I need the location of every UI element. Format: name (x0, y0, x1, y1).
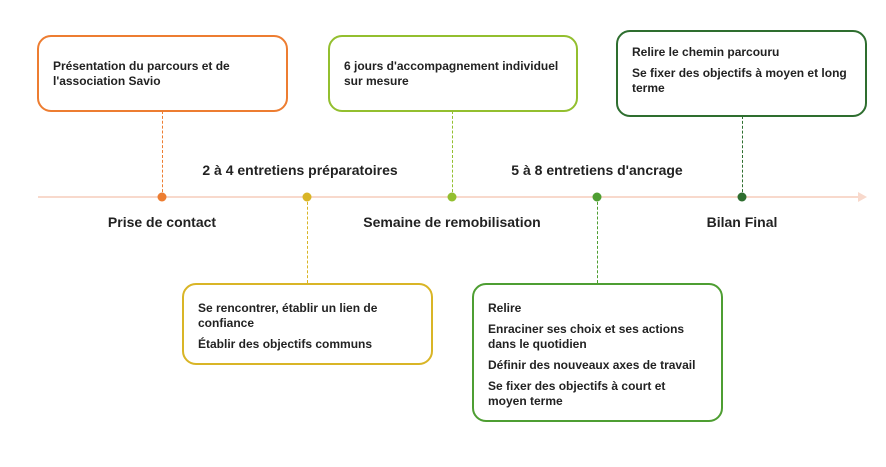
timeline-arrowhead (858, 192, 867, 202)
milestone-dot-1 (157, 192, 167, 202)
connector-3 (452, 111, 453, 197)
milestone-label-2: 2 à 4 entretiens préparatoires (202, 162, 398, 178)
box-text: Relire le chemin parcouru (632, 45, 780, 59)
milestone-label-5: Bilan Final (706, 214, 778, 230)
connector-4 (597, 197, 598, 283)
box-text: Relire (488, 301, 522, 315)
milestone-dot-4 (592, 192, 602, 202)
milestone-dot-3 (447, 192, 457, 202)
milestone-box-3: 6 jours d'accompagnement individuel sur … (328, 35, 578, 112)
milestone-label-3: Semaine de remobilisation (363, 214, 541, 230)
connector-1 (162, 111, 163, 197)
milestone-dot-2 (302, 192, 312, 202)
milestone-box-2: Se rencontrer, établir un lien de confia… (182, 283, 433, 365)
milestone-box-1: Présentation du parcours et de l'associa… (37, 35, 288, 112)
box-text: Définir des nouveaux axes de travail (488, 358, 696, 372)
milestone-box-5: Relire le chemin parcouru Se fixer des o… (616, 30, 867, 117)
connector-5 (742, 116, 743, 197)
milestone-box-4: Relire Enraciner ses choix et ses action… (472, 283, 723, 422)
box-text: Se fixer des objectifs à moyen et long t… (632, 66, 847, 95)
milestone-label-4: 5 à 8 entretiens d'ancrage (511, 162, 683, 178)
connector-2 (307, 197, 308, 283)
box-text: Se rencontrer, établir un lien de confia… (198, 301, 378, 330)
box-text: Établir des objectifs communs (198, 337, 373, 351)
box-text: Se fixer des objectifs à court et moyen … (488, 379, 666, 408)
milestone-label-1: Prise de contact (107, 214, 217, 230)
milestone-dot-5 (737, 192, 747, 202)
box-text: Enraciner ses choix et ses actions dans … (488, 322, 685, 351)
box-text: 6 jours d'accompagnement individuel sur … (344, 59, 559, 88)
box-text: Présentation du parcours et de l'associa… (53, 59, 230, 88)
